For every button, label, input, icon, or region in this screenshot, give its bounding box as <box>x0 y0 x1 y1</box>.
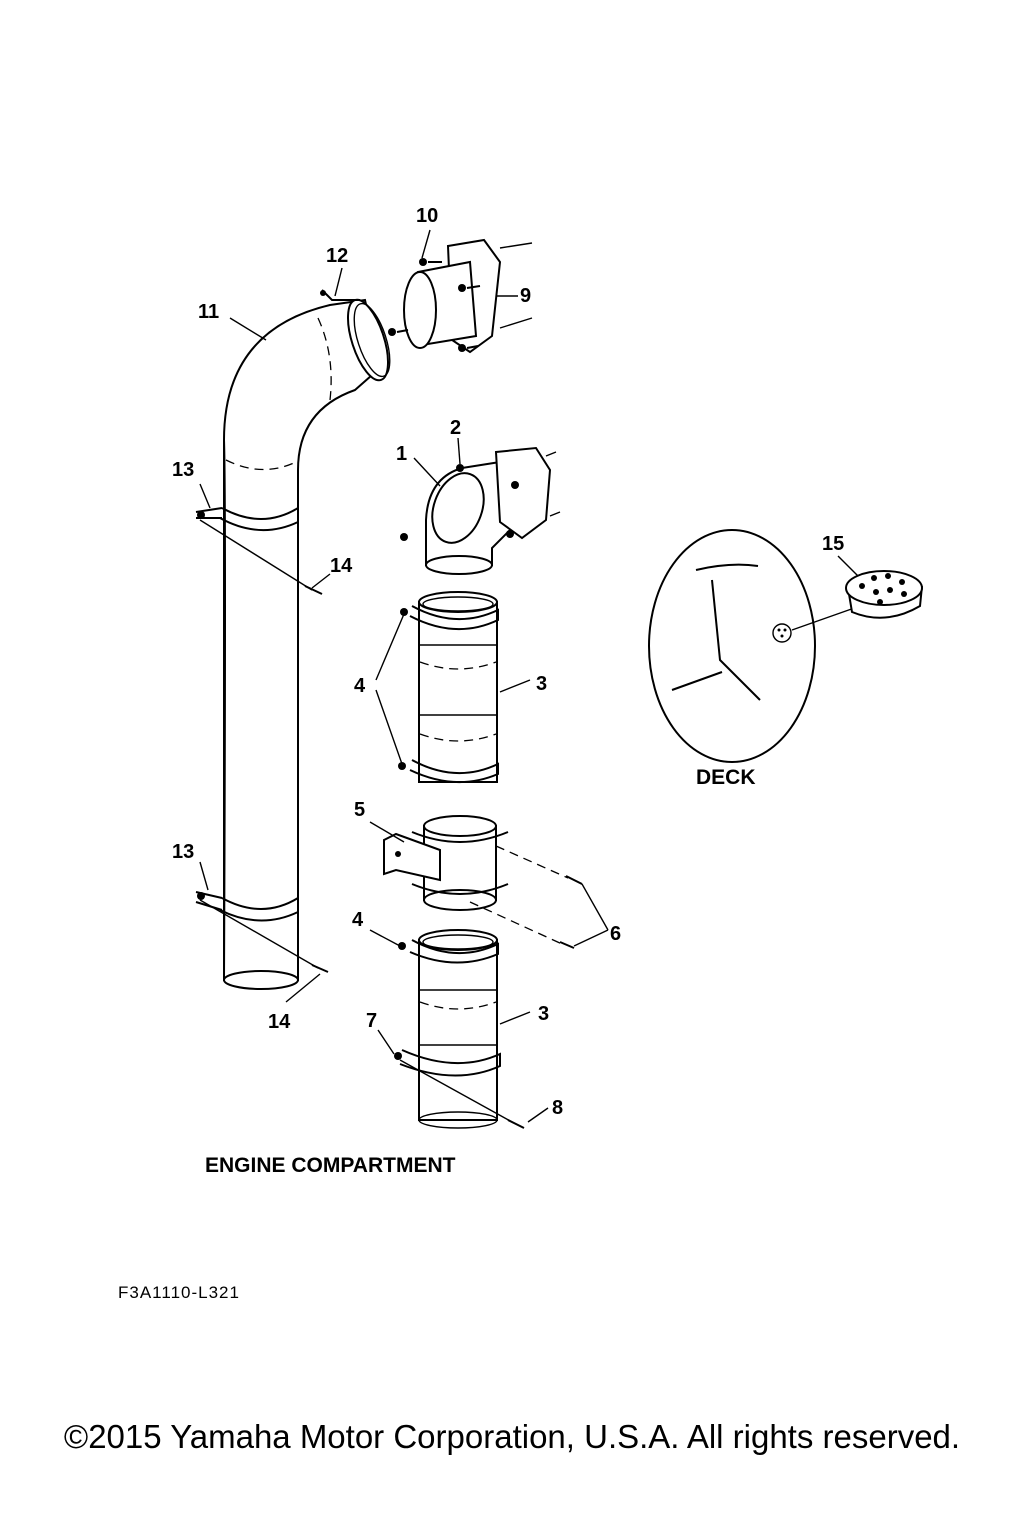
callout-6: 6 <box>610 923 621 945</box>
callout-14-upper: 14 <box>330 555 353 577</box>
callout-8: 8 <box>552 1097 563 1119</box>
section-label-deck: DECK <box>696 766 756 789</box>
callout-1: 1 <box>396 443 407 465</box>
callout-2: 2 <box>450 417 461 439</box>
figure-code: F3A1110-L321 <box>118 1283 240 1302</box>
callout-4-lower: 4 <box>352 909 364 931</box>
callout-3-lower: 3 <box>538 1003 549 1025</box>
callout-15: 15 <box>822 533 844 555</box>
hose-part-3-lower <box>418 929 498 1129</box>
callout-3-upper: 3 <box>536 673 547 695</box>
callout-4-upper: 4 <box>354 675 366 697</box>
leader-lines <box>199 229 859 1123</box>
callout-12: 12 <box>326 245 348 267</box>
coupling-part-5 <box>383 815 509 911</box>
band-part-13-lower <box>195 891 299 922</box>
screw-part-8 <box>399 1059 525 1129</box>
flange-duct-part-9 <box>403 238 533 354</box>
callout-14-lower: 14 <box>268 1011 291 1033</box>
bent-pipe-part-11 <box>223 298 391 990</box>
vent-cap-part-15 <box>845 570 923 619</box>
section-label-engine-compartment: ENGINE COMPARTMENT <box>205 1154 456 1177</box>
screw-part-14-upper <box>199 519 323 595</box>
hose-part-3-upper <box>418 591 498 783</box>
screw-part-2 <box>400 464 519 541</box>
elbow-part-1 <box>425 446 561 575</box>
band-part-4-lower <box>398 939 499 964</box>
band-part-4-upper-pair <box>398 605 499 783</box>
band-part-7 <box>394 1049 501 1077</box>
callout-10: 10 <box>416 205 438 227</box>
deck-detail-circle <box>648 529 861 763</box>
copyright-notice: ©2015 Yamaha Motor Corporation, U.S.A. A… <box>63 1418 961 1455</box>
callout-13-lower: 13 <box>172 841 194 863</box>
callout-13-upper: 13 <box>172 459 194 481</box>
screw-part-10 <box>388 258 481 352</box>
screw-part-14-lower <box>199 899 329 973</box>
callout-9: 9 <box>520 285 531 307</box>
callout-5: 5 <box>354 799 365 821</box>
clamp-part-12 <box>320 289 360 301</box>
screw-part-6 <box>469 845 583 949</box>
callout-7: 7 <box>366 1010 377 1032</box>
band-part-13-upper <box>195 506 299 531</box>
callout-11: 11 <box>198 301 219 323</box>
